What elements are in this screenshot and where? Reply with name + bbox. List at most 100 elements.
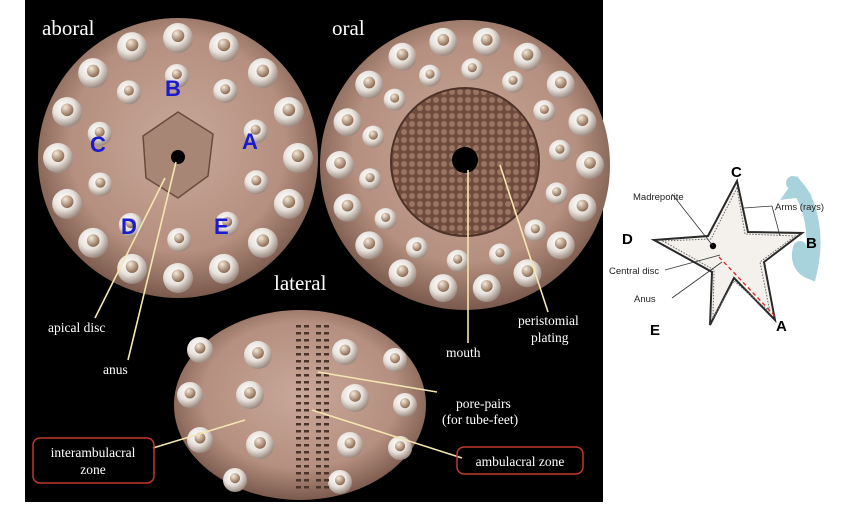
pointer-lines	[94, 161, 549, 459]
interambulacral-label-1: interambulacral	[51, 445, 136, 460]
tubercle-knob	[244, 387, 256, 399]
peristomial-label-2: plating	[531, 330, 569, 345]
tubercle-knob	[390, 93, 400, 103]
tubercle-knob	[495, 248, 505, 258]
pore-pair	[324, 430, 329, 433]
pore-pair	[296, 451, 301, 454]
pore-pair	[324, 381, 329, 384]
pore-pair	[324, 360, 329, 363]
tubercle-knob	[365, 172, 375, 183]
lateral-title: lateral	[274, 271, 327, 295]
tubercle-knob	[60, 103, 74, 117]
starfish-letter-a: A	[776, 318, 787, 335]
tubercle-knob	[576, 199, 589, 212]
pore-pair	[324, 409, 329, 412]
pore-pair	[324, 353, 329, 356]
pore-pair	[324, 465, 329, 468]
pore-pair	[304, 437, 309, 440]
pore-pair	[296, 374, 301, 377]
tubercle-knob	[480, 280, 493, 292]
starfish-letter-c: C	[731, 164, 742, 181]
tubercle-knob	[344, 437, 356, 449]
tubercle-knob	[174, 233, 185, 244]
tubercle-knob	[254, 437, 266, 449]
pore-pair	[296, 353, 301, 356]
pore-pair	[316, 458, 321, 461]
tubercle-knob	[123, 85, 134, 96]
tubercle-knob	[554, 76, 567, 89]
tubercle-knob	[171, 269, 185, 283]
starfish-letter-d: D	[622, 231, 633, 248]
pore-pair	[316, 472, 321, 475]
tubercle-knob	[291, 149, 305, 163]
tubercle-knob	[341, 114, 354, 127]
arms-label: Arms (rays)	[775, 202, 824, 213]
pore-pair	[296, 444, 301, 447]
ambulacrum-e-label: E	[214, 214, 229, 239]
pore-pair	[304, 430, 309, 433]
tubercle-knob	[194, 342, 206, 354]
pore-pair	[324, 486, 329, 489]
pore-pair	[296, 381, 301, 384]
tubercle-knob	[554, 237, 567, 250]
pore-pair	[324, 458, 329, 461]
tubercle-knob	[217, 260, 231, 273]
tubercle-knob	[250, 124, 261, 135]
starfish-letter-b: B	[806, 235, 817, 252]
starfish-letter-e: E	[650, 322, 660, 339]
pore-pair	[296, 437, 301, 440]
tubercle-knob	[220, 84, 231, 95]
pore-pair	[316, 486, 321, 489]
tubercle-knob	[381, 212, 391, 222]
pore-pair	[296, 360, 301, 363]
pore-pair	[304, 465, 309, 468]
pore-pair	[296, 339, 301, 342]
tubercle-knob	[521, 48, 534, 61]
pore-pair	[324, 339, 329, 342]
pore-pair	[304, 360, 309, 363]
tubercle-knob	[480, 33, 493, 46]
pore-pair	[324, 374, 329, 377]
pore-pair	[296, 430, 301, 433]
tubercle-knob	[94, 126, 105, 138]
pore-pair	[304, 402, 309, 405]
pore-pair	[324, 437, 329, 440]
tubercle-knob	[552, 187, 562, 197]
pore-pair	[296, 486, 301, 489]
pore-pair	[304, 409, 309, 412]
tubercle-knob	[368, 130, 378, 140]
tubercle-knob	[508, 75, 518, 85]
tubercle-knob	[437, 280, 450, 292]
tubercle-knob	[584, 157, 596, 169]
tubercle-knob	[396, 265, 409, 278]
tubercle-knob	[125, 260, 139, 273]
pore-pair	[316, 339, 321, 342]
starfish-anus-label: Anus	[634, 294, 656, 305]
pore-pair	[296, 367, 301, 370]
tubercle-knob	[334, 475, 346, 486]
tubercle-knob	[396, 48, 409, 61]
pore-pair	[324, 367, 329, 370]
ambulacral-box: ambulacral zone	[456, 446, 584, 475]
pore-pair	[324, 402, 329, 405]
pore-pair	[316, 479, 321, 482]
tubercle-knob	[530, 224, 540, 234]
peristomial-label-1: peristomial	[518, 313, 579, 328]
oral-title: oral	[332, 16, 365, 40]
pore-pair	[316, 416, 321, 419]
pore-pair	[316, 465, 321, 468]
tubercle-knob	[60, 195, 74, 208]
tubercle-knob	[184, 387, 196, 399]
tubercle-knob	[171, 69, 182, 80]
tubercle-knob	[539, 104, 549, 114]
pore-pair	[324, 472, 329, 475]
ambulacrum-b-label: B	[165, 76, 181, 101]
pore-pair	[324, 332, 329, 335]
pore-pair	[324, 451, 329, 454]
interambulacral-box: interambulacral zone	[32, 437, 155, 484]
lateral-urchin	[174, 310, 426, 500]
pore-pair	[316, 451, 321, 454]
pore-pair	[296, 395, 301, 398]
pore-pair	[324, 388, 329, 391]
madreporite-label: Madreporite	[633, 192, 684, 203]
